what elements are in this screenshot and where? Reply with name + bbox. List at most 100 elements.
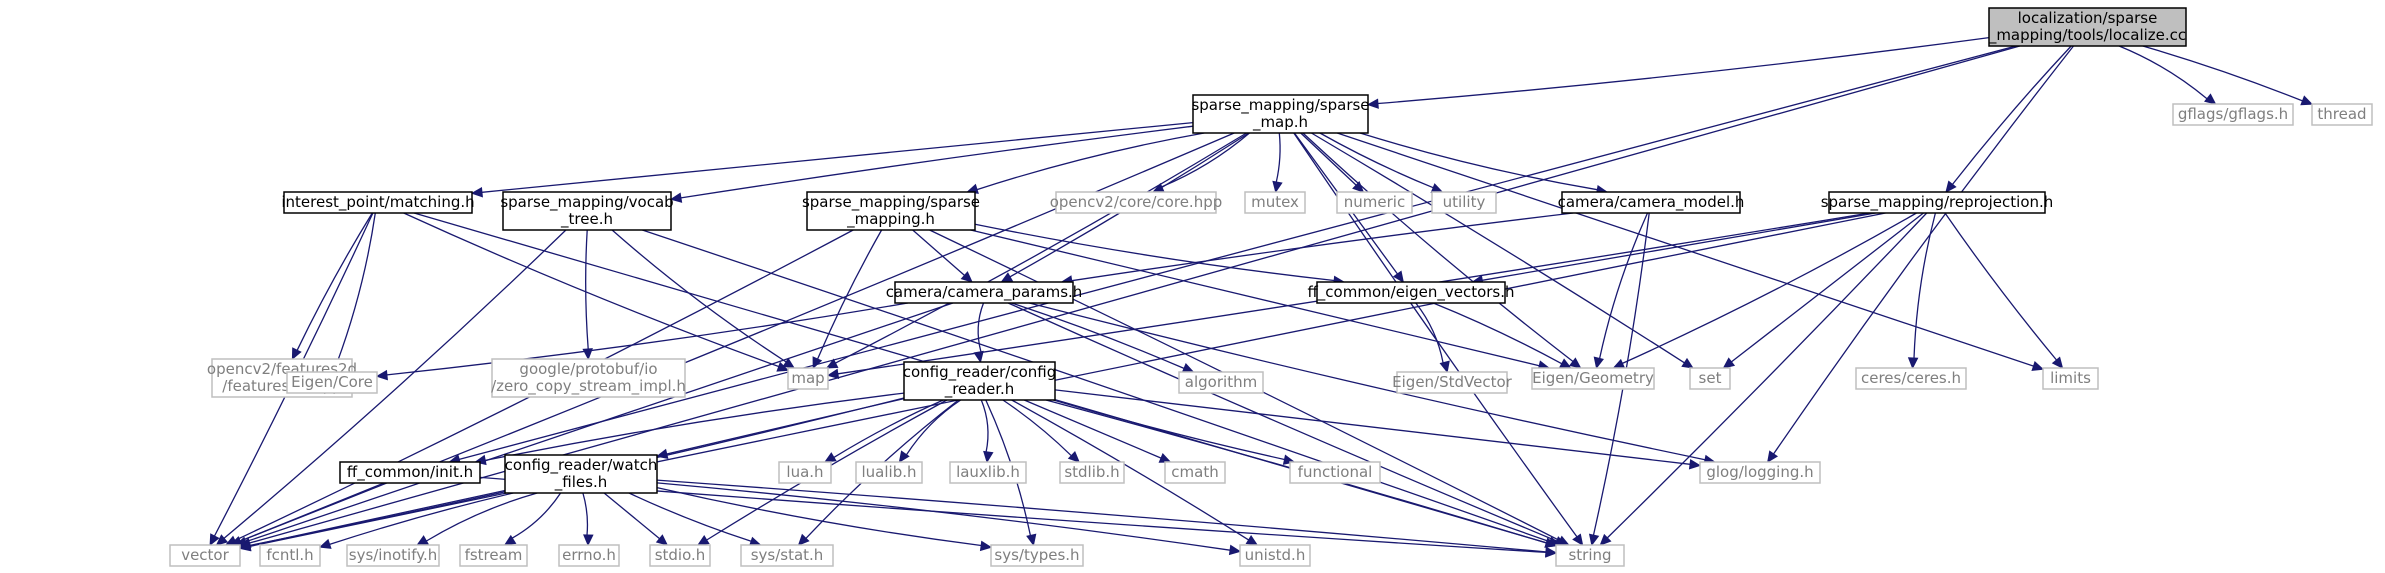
- node-box: [283, 191, 473, 214]
- edge-localize-to-sparse_map_h: [1377, 36, 1990, 105]
- dependency-nodes: localization/sparse_mapping/tools/locali…: [169, 7, 2373, 567]
- edge-camera_params-to-string: [1007, 302, 1557, 542]
- edge-vocab_tree-to-protobuf: [585, 229, 589, 350]
- node-box: [1178, 371, 1264, 394]
- node-label: Eigen/Core: [291, 373, 373, 391]
- node-localize[interactable]: localization/sparse_mapping/tools/locali…: [1988, 7, 2187, 47]
- edge-arrowhead: [669, 192, 683, 203]
- node-label: set: [1699, 369, 1722, 387]
- edge-arrowhead: [1392, 270, 1405, 283]
- edge-sparse_map_h-to-sparse_mapping_h: [976, 132, 1205, 191]
- node-box: [259, 544, 321, 567]
- edge-arrowhead: [1430, 183, 1444, 193]
- node-label: ff_common/eigen_vectors.h: [1307, 283, 1514, 302]
- node-box: [2042, 367, 2099, 390]
- edge-watch_files-to-string: [656, 479, 1547, 553]
- node-camera_model[interactable]: camera/camera_model.h: [1558, 191, 1745, 214]
- edge-sparse_map_h-to-string: [1293, 132, 1578, 538]
- node-inotify: sys/inotify.h: [346, 544, 440, 567]
- node-box: [504, 454, 658, 494]
- node-opencv_core: opencv2/core/core.hpp: [1050, 191, 1223, 214]
- edge-reprojection-to-eigen_vectors: [1482, 212, 1876, 281]
- edge-arrowhead: [470, 186, 483, 198]
- node-eigen_vectors[interactable]: ff_common/eigen_vectors.h: [1307, 281, 1515, 304]
- edge-arrowhead: [1767, 450, 1779, 464]
- node-label: lualib.h: [862, 463, 917, 481]
- edge-arrowhead: [1181, 362, 1195, 373]
- node-label: stdio.h: [655, 546, 706, 564]
- node-label: opencv2/core/core.hpp: [1050, 193, 1223, 211]
- edge-camera_params-to-config_reader: [977, 302, 985, 353]
- edge-arrowhead: [898, 450, 910, 464]
- node-ff_init[interactable]: ff_common/init.h: [339, 461, 481, 484]
- edge-arrowhead: [2204, 93, 2217, 105]
- node-config_reader[interactable]: config_reader/config_reader.h: [903, 361, 1057, 401]
- edge-eigen_vectors-to-eigen_geometry: [1432, 302, 1563, 365]
- edge-arrowhead: [1026, 533, 1037, 547]
- edge-config_reader-to-cmath: [1023, 399, 1162, 459]
- edge-config_reader-to-functional: [1053, 399, 1285, 461]
- edge-arrowhead: [2031, 361, 2045, 371]
- node-box: [502, 191, 672, 231]
- edge-localize-to-glog: [1773, 45, 2075, 455]
- node-protobuf: google/protobuf/io/zero_copy_stream_impl…: [491, 358, 686, 398]
- edge-arrowhead: [1593, 356, 1604, 370]
- node-limits: limits: [2042, 367, 2099, 390]
- node-box: [2172, 103, 2294, 126]
- edge-localize-to-thread: [2142, 45, 2303, 102]
- node-box: [787, 367, 829, 390]
- edge-arrowhead: [1067, 451, 1080, 463]
- node-box: [491, 358, 686, 398]
- edge-eigen_vectors-to-eigen_stdvector: [1415, 302, 1444, 364]
- node-lua: lua.h: [778, 461, 832, 484]
- node-label: unistd.h: [1245, 546, 1306, 564]
- node-reprojection[interactable]: sparse_mapping/reprojection.h: [1821, 191, 2054, 214]
- node-label: gflags/gflags.h: [2178, 105, 2288, 123]
- edge-arrowhead: [1572, 533, 1584, 546]
- edge-config_reader-to-ff_init: [485, 392, 905, 462]
- edge-watch_files-to-sys_stat: [628, 492, 752, 542]
- edge-arrowhead: [318, 538, 332, 549]
- edge-arrowhead: [416, 535, 429, 546]
- node-box: [1059, 461, 1125, 484]
- node-label: config_reader/watch: [505, 456, 658, 475]
- node-box: [1164, 461, 1226, 484]
- node-box: [286, 371, 378, 394]
- edge-sparse_map_h-to-opencv_core: [1161, 132, 1250, 188]
- node-matching[interactable]: interest_point/matching.h: [281, 191, 475, 214]
- node-box: [1689, 367, 1731, 390]
- node-camera_params[interactable]: camera/camera_params.h: [886, 281, 1083, 304]
- node-label: /zero_copy_stream_impl.h: [491, 377, 686, 396]
- node-sparse_map_h[interactable]: sparse_mapping/sparse_map.h: [1191, 94, 1370, 134]
- edge-arrowhead: [973, 350, 984, 364]
- node-box: [1316, 281, 1506, 304]
- node-box: [855, 461, 923, 484]
- node-label: ff_common/init.h: [347, 463, 473, 482]
- node-label: sys/stat.h: [751, 546, 824, 564]
- node-label: sys/types.h: [994, 546, 1079, 564]
- node-box: [1828, 191, 2046, 214]
- node-sparse_mapping_h[interactable]: sparse_mapping/sparse_mapping.h: [802, 191, 980, 231]
- node-label: string: [1568, 546, 1611, 564]
- node-sys_stat: sys/stat.h: [740, 544, 834, 567]
- node-label: numeric: [1344, 193, 1405, 211]
- edge-arrowhead: [291, 347, 302, 361]
- node-label: glog/logging.h: [1706, 463, 1813, 481]
- edge-arrowhead: [1588, 533, 1600, 547]
- edge-sparse_map_h-to-camera_model: [1359, 132, 1598, 191]
- node-box: [894, 281, 1074, 304]
- node-watch_files[interactable]: config_reader/watch_files.h: [504, 454, 658, 494]
- node-box: [1431, 191, 1497, 214]
- edge-watch_files-to-stdio: [603, 492, 660, 540]
- edge-camera_params-to-vector: [245, 302, 954, 543]
- node-ceres: ceres/ceres.h: [1855, 367, 1967, 390]
- node-set: set: [1689, 367, 1731, 390]
- node-eigen_geometry: Eigen/Geometry: [1531, 367, 1655, 390]
- node-label: sparse_mapping/sparse: [802, 193, 980, 212]
- edge-arrowhead: [696, 534, 710, 546]
- edge-watch_files-to-vector: [249, 489, 506, 547]
- edge-sparse_map_h-to-eigen_geometry: [1302, 132, 1574, 363]
- node-lualib: lualib.h: [855, 461, 923, 484]
- node-vocab_tree[interactable]: sparse_mapping/vocab_tree.h: [500, 191, 674, 231]
- node-label: camera/camera_model.h: [1558, 193, 1745, 212]
